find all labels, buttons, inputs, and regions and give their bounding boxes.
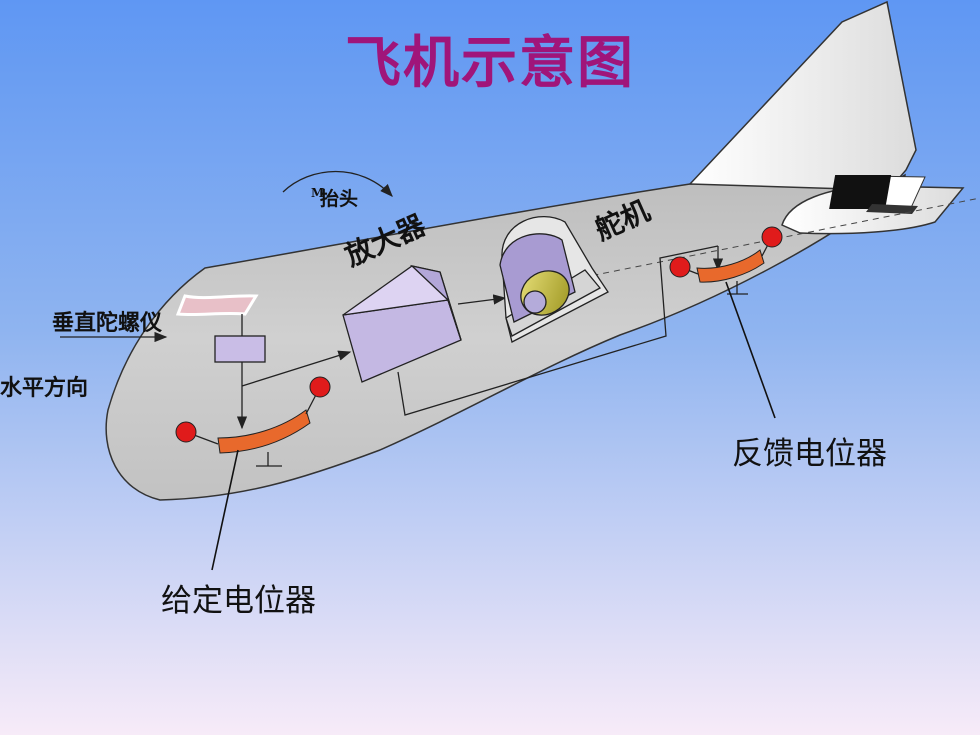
page-title: 飞机示意图 <box>345 31 635 96</box>
servo-motor <box>520 270 570 316</box>
feedback-potentiometer <box>669 226 783 295</box>
feedback-leader-line <box>725 281 776 419</box>
horizontal-direction-label: 水平方向 <box>0 375 89 401</box>
feedback-potentiometer-label: 反馈电位器 <box>732 436 887 472</box>
gyro-box <box>214 335 266 363</box>
pitch-symbol: M <box>311 186 325 200</box>
reference-leader-line <box>211 449 239 571</box>
signal-wires <box>236 245 724 430</box>
pitch-up-label: 抬头 <box>320 188 359 210</box>
reference-potentiometer-label: 给定电位器 <box>161 583 316 619</box>
pitch-up-arrow <box>282 170 393 197</box>
reference-potentiometer <box>175 376 331 467</box>
amplifier-box <box>342 264 462 383</box>
gyro-plate <box>175 294 259 317</box>
vertical-gyro-label: 垂直陀螺仪 <box>52 310 163 336</box>
elevator-block <box>829 175 926 214</box>
